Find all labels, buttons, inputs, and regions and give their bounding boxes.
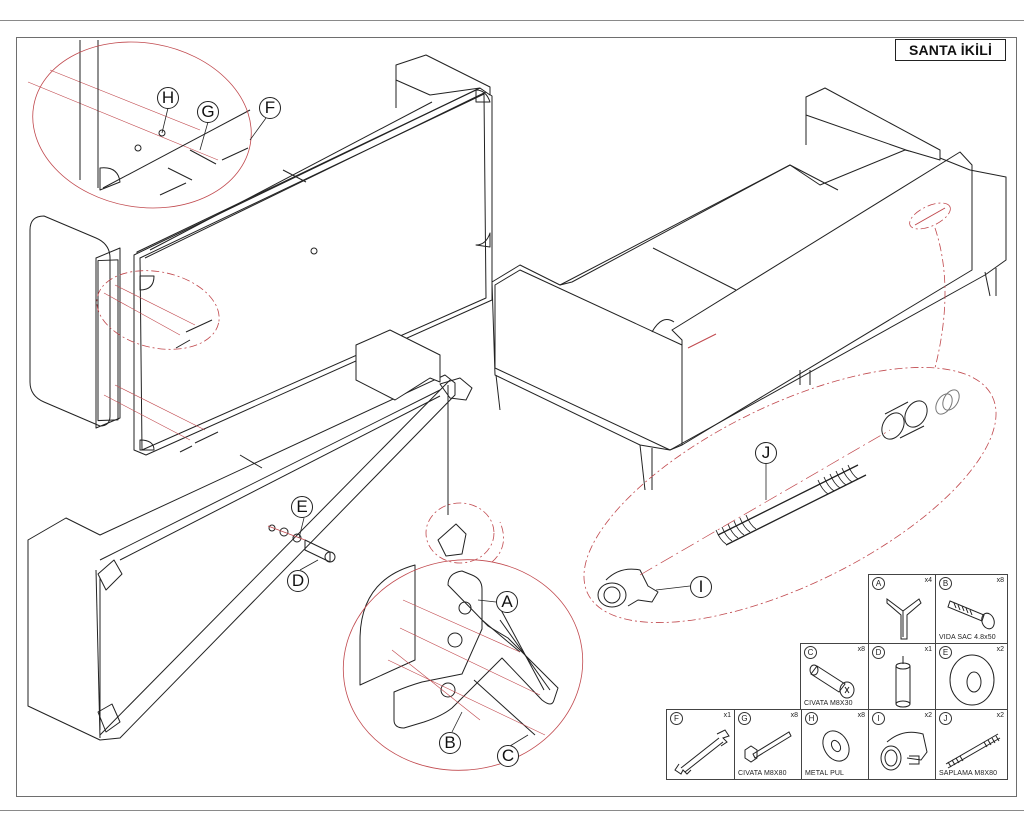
part-id: C [804, 646, 817, 659]
callout-leaders [161, 107, 767, 747]
threaded-stud-icon [945, 733, 1001, 769]
callout-i: I [690, 576, 712, 598]
part-qty: x1 [723, 712, 731, 719]
part-name: CIVATA M8X30 [804, 700, 853, 707]
backrest-panel [133, 54, 493, 456]
part-name: VIDA SAC 4.8x50 [939, 634, 996, 641]
part-id: H [805, 712, 818, 725]
part-id: J [939, 712, 952, 725]
part-cell-h: H x8 METAL PUL [801, 709, 869, 780]
callout-f: F [259, 97, 281, 119]
armrest-block [29, 215, 121, 429]
part-cell-b: B x8 VIDA SAC 4.8x50 [935, 574, 1008, 644]
part-qty: x2 [924, 712, 932, 719]
sheet-bottom-rule [0, 810, 1024, 811]
middle-leg-icon [895, 656, 911, 708]
part-cell-g: G x8 CIVATA M8X80 [734, 709, 802, 780]
part-qty: x2 [996, 646, 1004, 653]
part-cell-a: A x4 [868, 574, 936, 644]
leg-detail [359, 564, 559, 736]
part-qty: x2 [996, 712, 1004, 719]
backrest-fixing-detail [27, 40, 473, 733]
part-name: CIVATA M8X80 [738, 770, 787, 777]
part-cell-c: C x8 CIVATA M8X30 [800, 643, 869, 710]
part-qty: x8 [996, 577, 1004, 584]
detail-ellipses [32, 41, 997, 771]
part-qty: x8 [857, 712, 865, 719]
callout-g: G [197, 101, 219, 123]
part-qty: x8 [790, 712, 798, 719]
part-cell-i: I x2 [868, 709, 936, 780]
sheet-top-rule [0, 20, 1024, 21]
spacer-washer-icon [949, 654, 995, 706]
part-cell-e: E x2 [935, 643, 1008, 710]
callout-j: J [755, 442, 777, 464]
part-id: F [670, 712, 683, 725]
wood-screw-icon [947, 600, 995, 630]
drawing-frame [16, 37, 1017, 797]
part-id: A [872, 577, 885, 590]
assembled-sofa [491, 87, 1007, 491]
part-id: G [738, 712, 751, 725]
part-qty: x8 [857, 646, 865, 653]
connector-detail [597, 389, 960, 608]
part-cell-j: J x2 SAPLAMA M8X80 [935, 709, 1008, 780]
callout-h: H [157, 87, 179, 109]
part-id: E [939, 646, 952, 659]
part-cell-f: F x1 [666, 709, 735, 780]
part-qty: x1 [924, 646, 932, 653]
part-qty: x4 [924, 577, 932, 584]
callout-c: C [497, 745, 519, 767]
bolt-icon [809, 664, 855, 699]
hex-bolt-icon [744, 731, 792, 763]
callout-a: A [496, 591, 518, 613]
part-cell-d: D x1 [868, 643, 936, 710]
part-id: I [872, 712, 885, 725]
callout-e: E [291, 496, 313, 518]
callout-b: B [439, 732, 461, 754]
part-id: D [872, 646, 885, 659]
part-name: SAPLAMA M8X80 [939, 770, 998, 777]
part-name: METAL PUL [805, 770, 845, 777]
product-title: SANTA İKİLİ [895, 39, 1006, 61]
wrench-icon [674, 729, 730, 775]
y-leg-icon [886, 598, 922, 640]
washer-icon [822, 730, 850, 762]
connector-nut-icon [880, 731, 928, 771]
part-id: B [939, 577, 952, 590]
seat-base [27, 329, 456, 741]
callout-d: D [287, 570, 309, 592]
